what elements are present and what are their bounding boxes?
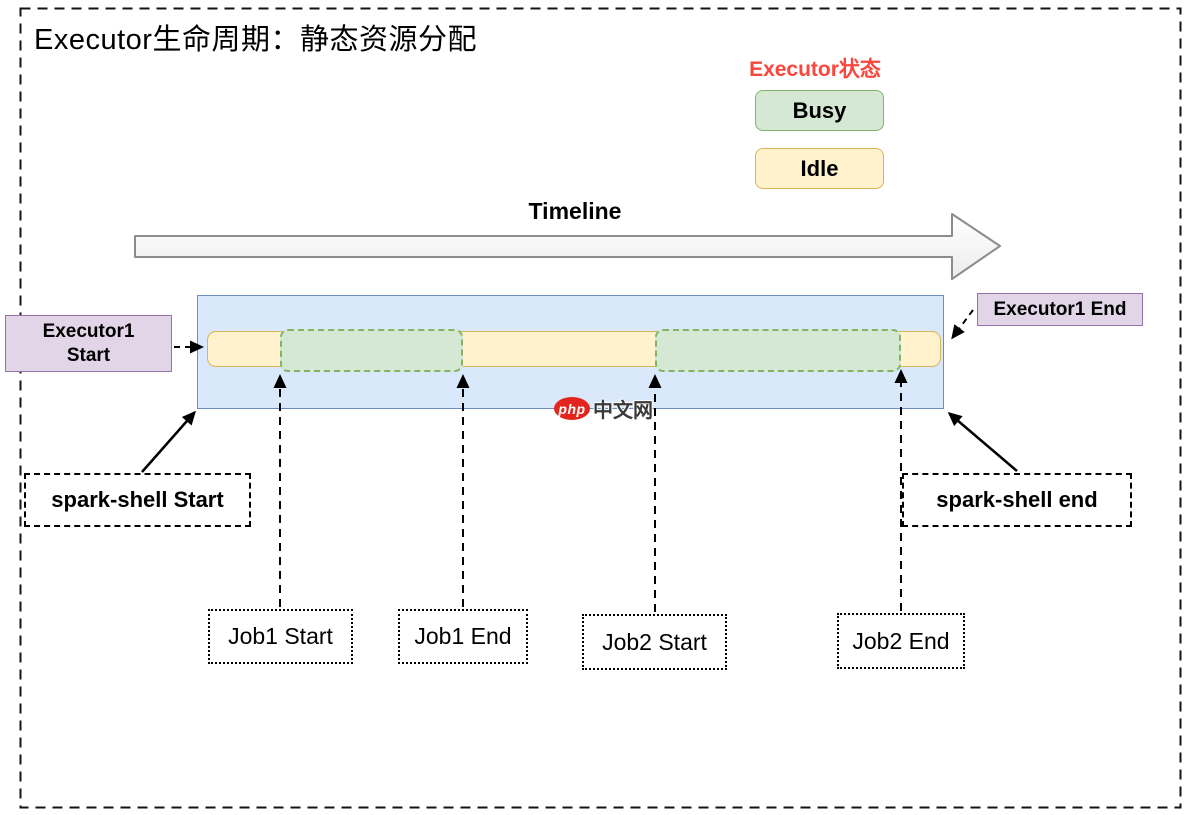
spark-shell-start-box: spark-shell Start [24,473,251,527]
page-title: Executor生命周期：静态资源分配 [34,24,477,56]
spark-shell-start-arrow [141,410,196,473]
executor1-start-label: Executor1 Start [42,320,135,366]
spark-shell-end-label: spark-shell end [936,487,1098,512]
legend-busy-label: Busy [792,97,847,123]
executor1-end-label: Executor1 End [993,298,1127,320]
executor1-end-box: Executor1 End [977,293,1143,326]
timeline-label: Timeline [528,198,622,224]
job2-end-label: Job2 End [852,627,950,654]
spark-shell-end-arrow [947,412,1018,472]
busy-segment-job1 [280,329,463,372]
job1-start-label: Job1 Start [228,623,333,649]
job1-end-box: Job1 End [398,609,528,664]
job2-start-box: Job2 Start [582,614,727,670]
job2-end-box: Job2 End [837,613,965,669]
busy-segment-job2 [655,329,901,372]
watermark: php 中文网 [554,394,653,423]
watermark-text: 中文网 [593,400,653,422]
executor1-start-box: Executor1 Start [5,315,172,372]
job1-end-label: Job1 End [414,623,512,649]
legend-idle-swatch: Idle [755,148,884,189]
legend-title: Executor状态 [749,58,881,81]
job1-start-box: Job1 Start [208,609,353,664]
legend-busy-swatch: Busy [755,90,884,131]
legend-idle-label: Idle [800,155,839,181]
spark-shell-end-box: spark-shell end [902,473,1132,527]
executor-end-connector-arrow [951,309,974,340]
job2-start-label: Job2 Start [602,628,707,655]
spark-shell-start-label: spark-shell Start [51,487,224,512]
php-logo-icon: php [554,397,590,420]
